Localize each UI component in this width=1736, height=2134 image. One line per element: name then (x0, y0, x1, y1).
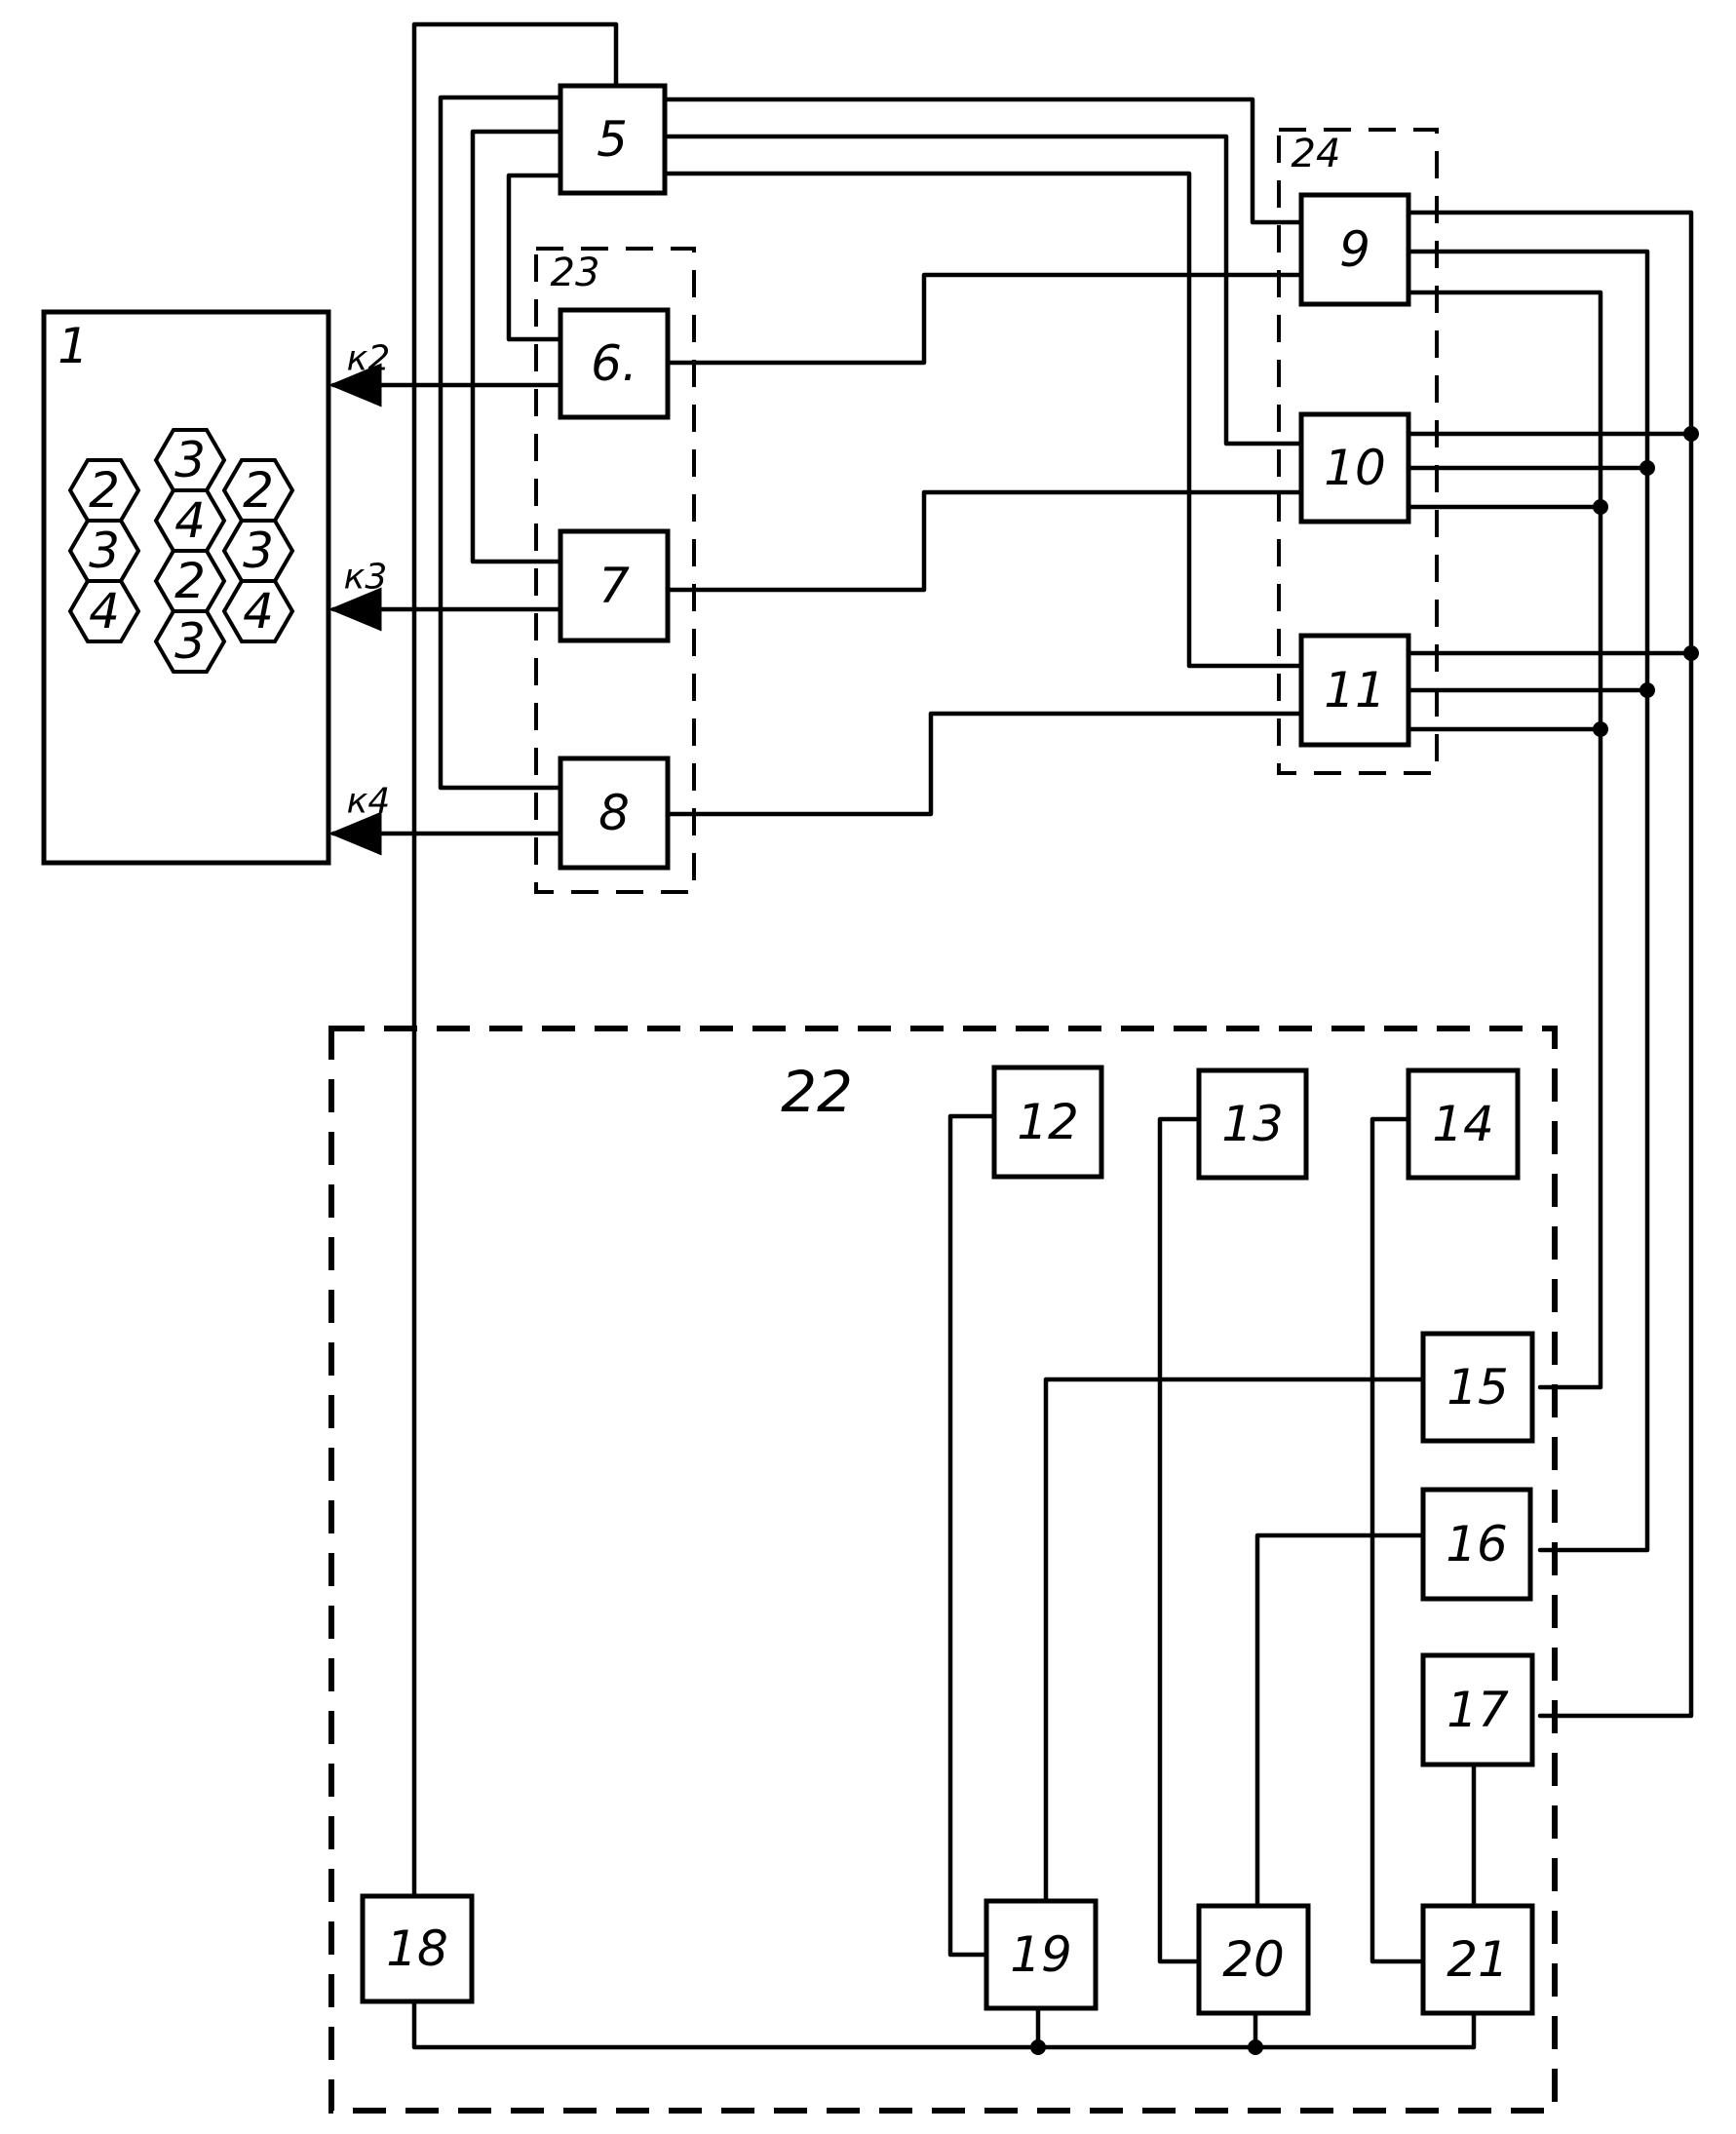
block-16: 16 (1423, 1490, 1530, 1599)
block-13: 13 (1199, 1070, 1306, 1178)
block-13-label: 13 (1221, 1096, 1284, 1152)
block-6-label: 6. (591, 335, 637, 392)
block-14-label: 14 (1432, 1096, 1494, 1152)
junction-dot (1683, 426, 1699, 442)
block-1-label: 1 (58, 318, 89, 374)
junction-dot (1030, 2039, 1046, 2055)
block-17: 17 (1423, 1655, 1532, 1765)
group-23-label: 23 (551, 251, 600, 295)
block-18-label: 18 (386, 1921, 448, 1977)
block-21: 21 (1423, 1906, 1532, 2013)
block-10: 10 (1301, 414, 1408, 522)
block-21-label: 21 (1447, 1931, 1509, 1988)
block-12: 12 (994, 1067, 1101, 1177)
junction-dot (1640, 682, 1655, 698)
arrow-label-k2: к2 (347, 339, 391, 379)
block-12-label: 12 (1017, 1094, 1079, 1150)
cell-label: 2 (243, 462, 274, 519)
group-22-label: 22 (781, 1059, 853, 1125)
cell-label: 3 (243, 523, 274, 579)
block-11-label: 11 (1324, 662, 1386, 718)
block-10-label: 10 (1324, 440, 1386, 496)
block-20: 20 (1199, 1906, 1308, 2013)
block-18: 18 (363, 1896, 472, 2001)
block-11: 11 (1301, 636, 1408, 745)
block-5: 5 (560, 86, 665, 193)
cell-label: 4 (174, 492, 206, 549)
block-19-label: 19 (1010, 1926, 1072, 1983)
block-9: 9 (1301, 195, 1408, 304)
cell-label: 2 (174, 553, 206, 609)
cell-label: 3 (89, 523, 120, 579)
block-19: 19 (986, 1901, 1096, 2008)
block-16-label: 16 (1446, 1516, 1508, 1572)
block-8: 8 (560, 758, 668, 868)
junction-dot (1248, 2039, 1263, 2055)
block-8-label: 8 (598, 785, 630, 841)
block-15: 15 (1423, 1334, 1532, 1441)
cell-label: 3 (174, 613, 206, 670)
group-24-label: 24 (1292, 132, 1341, 176)
block-17-label: 17 (1447, 1682, 1509, 1738)
block-15-label: 15 (1447, 1359, 1509, 1416)
block-20-label: 20 (1222, 1931, 1285, 1988)
block-14: 14 (1408, 1070, 1518, 1178)
block-7: 7 (560, 531, 668, 640)
block-6: 6. (560, 310, 668, 417)
cell-label: 3 (174, 432, 206, 488)
block-7-label: 7 (598, 558, 630, 614)
cell-label: 2 (89, 462, 120, 519)
junction-dot (1683, 645, 1699, 661)
block-9-label: 9 (1339, 221, 1370, 278)
block-5-label: 5 (597, 111, 628, 168)
arrow-label-k4: к4 (347, 782, 391, 822)
cell-label: 4 (89, 583, 120, 640)
junction-dot (1593, 499, 1608, 515)
arrow-label-k3: к3 (344, 558, 388, 598)
junction-dot (1593, 721, 1608, 737)
cell-cluster: 3 2 2 4 3 3 2 4 4 3 (70, 430, 292, 672)
junction-dot (1640, 460, 1655, 476)
cell-label: 4 (243, 583, 274, 640)
